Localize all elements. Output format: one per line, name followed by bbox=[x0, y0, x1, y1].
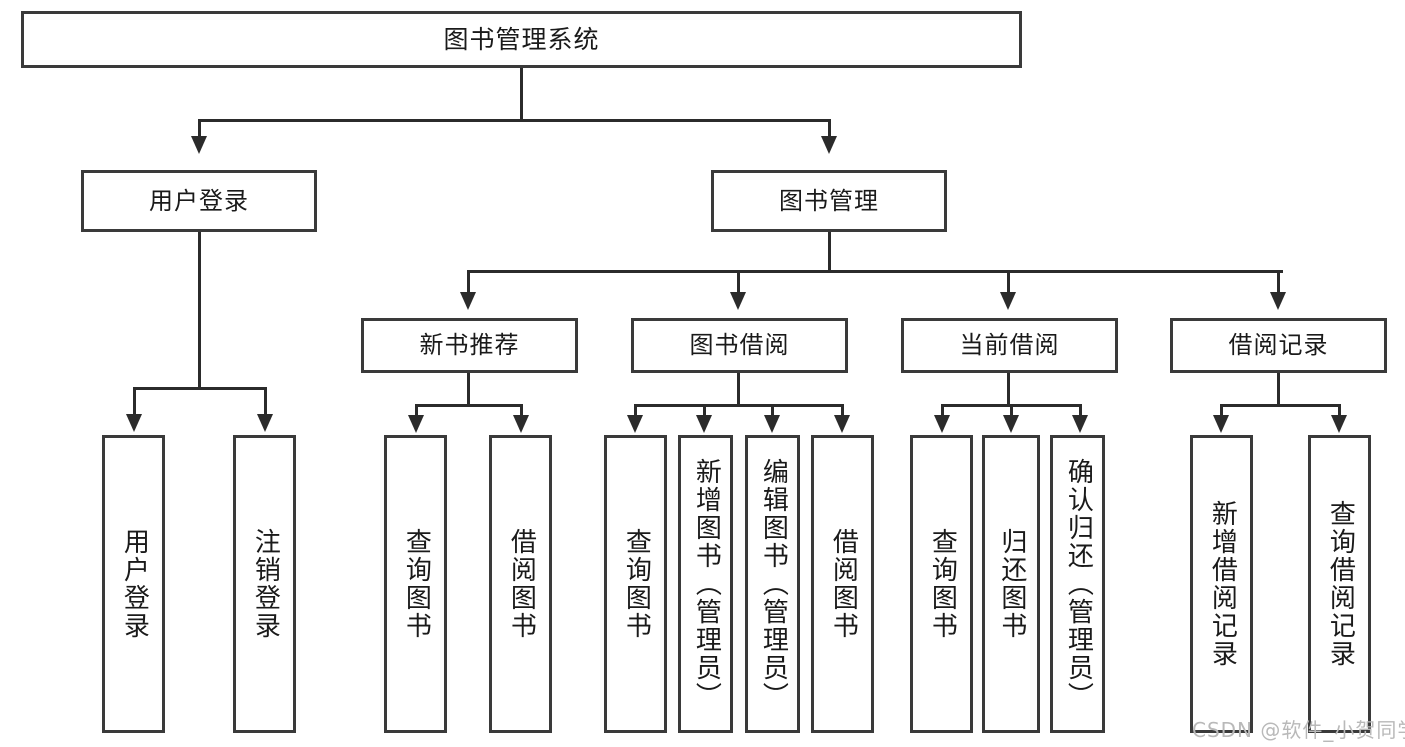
leaf-logout-label: 注销登录 bbox=[250, 528, 281, 640]
edge-root-down bbox=[520, 68, 523, 121]
edge-to-new-book bbox=[467, 270, 470, 295]
node-borrow-record-label: 借阅记录 bbox=[1228, 331, 1329, 360]
edge-bookborrow-down bbox=[737, 373, 740, 406]
arrowhead-leaf-logout bbox=[257, 414, 273, 432]
node-root-label: 图书管理系统 bbox=[443, 24, 600, 54]
leaf-add-book-label: 新增图书（管理员） bbox=[691, 458, 722, 710]
arrowhead-bookborrow-leaf1 bbox=[627, 415, 643, 433]
arrowhead-bookborrow-leaf4 bbox=[834, 415, 850, 433]
arrowhead-currentborrow-leaf3 bbox=[1072, 415, 1088, 433]
edge-borrowrecord-down bbox=[1277, 373, 1280, 406]
arrowhead-borrowrecord-leaf2 bbox=[1331, 415, 1347, 433]
arrowhead-userlogin bbox=[191, 136, 207, 154]
node-book-management-label: 图书管理 bbox=[779, 186, 879, 215]
edge-currentborrow-leaf2 bbox=[1010, 404, 1013, 418]
node-user-login-label: 用户登录 bbox=[149, 186, 249, 215]
edge-bookborrow-leaf2 bbox=[703, 404, 706, 418]
leaf-query-book-2[interactable]: 查询图书 bbox=[604, 435, 667, 733]
node-book-management[interactable]: 图书管理 bbox=[711, 170, 947, 232]
edge-root-bus bbox=[198, 119, 831, 122]
node-new-book-recommend-label: 新书推荐 bbox=[419, 331, 520, 360]
node-book-borrow[interactable]: 图书借阅 bbox=[631, 318, 848, 373]
edge-currentborrow-down bbox=[1007, 373, 1010, 406]
node-root[interactable]: 图书管理系统 bbox=[21, 11, 1022, 68]
leaf-edit-book[interactable]: 编辑图书（管理员） bbox=[745, 435, 800, 733]
leaf-return-book[interactable]: 归还图书 bbox=[982, 435, 1040, 733]
leaf-logout[interactable]: 注销登录 bbox=[233, 435, 296, 733]
node-new-book-recommend[interactable]: 新书推荐 bbox=[361, 318, 578, 373]
arrowhead-new-book bbox=[460, 292, 476, 310]
edge-newbook-down bbox=[467, 373, 470, 406]
arrowhead-book-borrow bbox=[730, 292, 746, 310]
edge-to-current-borrow bbox=[1007, 270, 1010, 295]
leaf-borrow-book-1[interactable]: 借阅图书 bbox=[489, 435, 552, 733]
arrowhead-bookborrow-leaf2 bbox=[696, 415, 712, 433]
edge-currentborrow-leaf1 bbox=[941, 404, 944, 418]
edge-borrowrecord-bus bbox=[1220, 404, 1341, 407]
edge-level3-bus bbox=[467, 270, 1283, 273]
edge-currentborrow-leaf3 bbox=[1079, 404, 1082, 418]
edge-borrowrecord-leaf2 bbox=[1338, 404, 1341, 418]
node-current-borrow[interactable]: 当前借阅 bbox=[901, 318, 1118, 373]
edge-userlogin-leaf1 bbox=[133, 387, 136, 417]
node-current-borrow-label: 当前借阅 bbox=[959, 331, 1060, 360]
edge-root-to-bookmgmt bbox=[828, 119, 831, 140]
node-user-login[interactable]: 用户登录 bbox=[81, 170, 317, 232]
leaf-query-borrow-record-label: 查询借阅记录 bbox=[1325, 500, 1356, 668]
leaf-query-book-1[interactable]: 查询图书 bbox=[384, 435, 447, 733]
leaf-borrow-book-1-label: 借阅图书 bbox=[506, 528, 537, 640]
node-book-borrow-label: 图书借阅 bbox=[689, 331, 790, 360]
edge-to-borrow-record bbox=[1277, 270, 1280, 295]
leaf-query-book-1-label: 查询图书 bbox=[401, 528, 432, 640]
edge-to-book-borrow bbox=[737, 270, 740, 295]
arrowhead-current-borrow bbox=[1000, 292, 1016, 310]
node-borrow-record[interactable]: 借阅记录 bbox=[1170, 318, 1387, 373]
edge-userlogin-bus bbox=[133, 387, 267, 390]
leaf-confirm-return[interactable]: 确认归还（管理员） bbox=[1050, 435, 1105, 733]
edge-bookborrow-bus bbox=[634, 404, 844, 407]
edge-bookborrow-leaf4 bbox=[841, 404, 844, 418]
leaf-add-borrow-record-label: 新增借阅记录 bbox=[1207, 500, 1238, 668]
leaf-add-book[interactable]: 新增图书（管理员） bbox=[678, 435, 733, 733]
leaf-edit-book-label: 编辑图书（管理员） bbox=[758, 458, 789, 710]
leaf-borrow-book-2[interactable]: 借阅图书 bbox=[811, 435, 874, 733]
arrowhead-currentborrow-leaf2 bbox=[1003, 415, 1019, 433]
arrowhead-currentborrow-leaf1 bbox=[934, 415, 950, 433]
edge-newbook-leaf1 bbox=[415, 404, 418, 418]
edge-userlogin-down bbox=[198, 232, 201, 389]
edge-bookborrow-leaf1 bbox=[634, 404, 637, 418]
edge-bookborrow-leaf3 bbox=[771, 404, 774, 418]
arrowhead-borrow-record bbox=[1270, 292, 1286, 310]
leaf-confirm-return-label: 确认归还（管理员） bbox=[1063, 458, 1094, 710]
leaf-query-borrow-record[interactable]: 查询借阅记录 bbox=[1308, 435, 1371, 733]
arrowhead-newbook-leaf2 bbox=[513, 415, 529, 433]
edge-newbook-bus bbox=[415, 404, 523, 407]
leaf-add-borrow-record[interactable]: 新增借阅记录 bbox=[1190, 435, 1253, 733]
leaf-user-login[interactable]: 用户登录 bbox=[102, 435, 165, 733]
edge-newbook-leaf2 bbox=[520, 404, 523, 418]
leaf-borrow-book-2-label: 借阅图书 bbox=[828, 528, 859, 640]
arrowhead-leaf-user-login bbox=[126, 414, 142, 432]
arrowhead-bookmgmt bbox=[821, 136, 837, 154]
arrowhead-newbook-leaf1 bbox=[408, 415, 424, 433]
arrowhead-bookborrow-leaf3 bbox=[764, 415, 780, 433]
leaf-user-login-label: 用户登录 bbox=[119, 528, 150, 640]
leaf-query-book-3[interactable]: 查询图书 bbox=[910, 435, 973, 733]
leaf-return-book-label: 归还图书 bbox=[996, 528, 1027, 640]
edge-root-to-userlogin bbox=[198, 119, 201, 140]
arrowhead-borrowrecord-leaf1 bbox=[1213, 415, 1229, 433]
edge-userlogin-leaf2 bbox=[264, 387, 267, 417]
leaf-query-book-3-label: 查询图书 bbox=[927, 528, 958, 640]
edge-bookmgmt-down bbox=[828, 232, 831, 272]
leaf-query-book-2-label: 查询图书 bbox=[621, 528, 652, 640]
edge-borrowrecord-leaf1 bbox=[1220, 404, 1223, 418]
watermark: CSDN @软件_小贺同学 bbox=[1192, 718, 1405, 742]
